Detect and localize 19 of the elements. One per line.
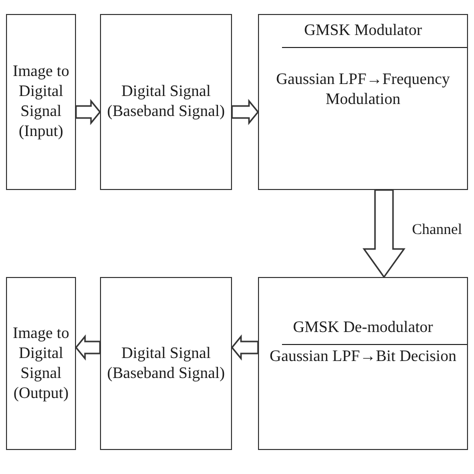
process-box [6, 14, 76, 190]
block-arrow [75, 334, 101, 361]
box-heading: GMSK Modulator [304, 21, 422, 41]
box-text: Image to Digital Signal (Output) [12, 324, 70, 404]
process-box [100, 14, 232, 190]
box-text: Digital Signal (Baseband Signal) [106, 82, 226, 122]
block-arrow [231, 334, 259, 361]
process-box [100, 277, 232, 450]
block-arrow [362, 189, 406, 278]
box-text: Gaussian LPF→Bit Decision [268, 347, 458, 367]
process-box [258, 277, 468, 450]
process-box [258, 14, 468, 190]
box-heading: GMSK De-modulator [293, 318, 433, 338]
block-arrow [231, 98, 259, 126]
block-arrow [75, 98, 101, 126]
process-box [6, 277, 76, 450]
box-text: Digital Signal (Baseband Signal) [106, 344, 226, 384]
box-text: Image to Digital Signal (Input) [12, 62, 70, 142]
box-text: Gaussian LPF→Frequency Modulation [275, 70, 451, 110]
